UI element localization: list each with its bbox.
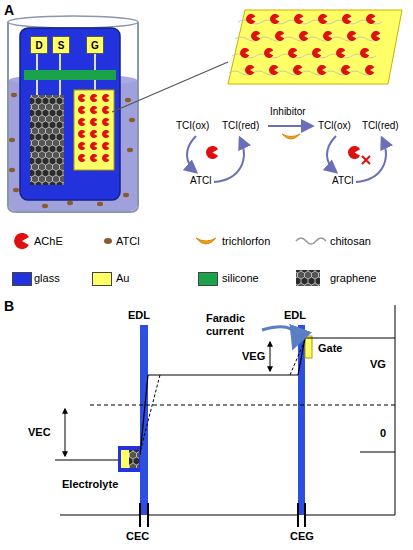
species-label: TCl(red) [362,120,399,132]
current-label: Faradic current [206,312,264,337]
legend-text: Au [116,272,129,284]
electrolyte-label: Electrolyte [62,478,118,491]
legend-text: AChE [34,235,63,247]
panel-label: B [4,298,14,314]
panel-label: A [4,2,14,18]
legend-swatch [12,272,32,286]
legend-text: graphene [330,272,377,284]
edl-label: EDL [128,309,150,322]
species-label: TCI(ox) [176,120,209,132]
legend-text: chitosan [330,235,371,247]
contact-pad: D [30,36,48,54]
voltage-label: VEC [28,426,51,439]
pad-label: G [91,40,99,51]
species-label: TCI(red) [222,120,259,132]
contact-pad: G [86,36,104,54]
legend-swatch [92,272,112,286]
pad-label: D [35,40,42,51]
substrate-label: ATCl [190,175,211,187]
voltage-label: VG [370,358,386,371]
legend-text: silicone [222,272,259,284]
pad-label: S [58,40,65,51]
contact-pad: S [52,36,70,54]
edl-label: EDL [284,309,306,322]
voltage-label: VEG [242,350,265,363]
legend-text: glass [34,272,60,284]
legend-swatch [198,272,218,286]
species-label: TCl(ox) [318,120,351,132]
legend-text: ATCl [116,235,140,247]
inhibitor-label: Inhibitor [270,106,306,118]
substrate-label: ATCl [332,175,353,187]
capacitance-label: CEC [126,530,149,543]
legend-text: trichlorfon [222,235,270,247]
gate-label: Gate [318,342,342,355]
voltage-label: 0 [380,427,386,440]
capacitance-label: CEG [290,530,314,543]
